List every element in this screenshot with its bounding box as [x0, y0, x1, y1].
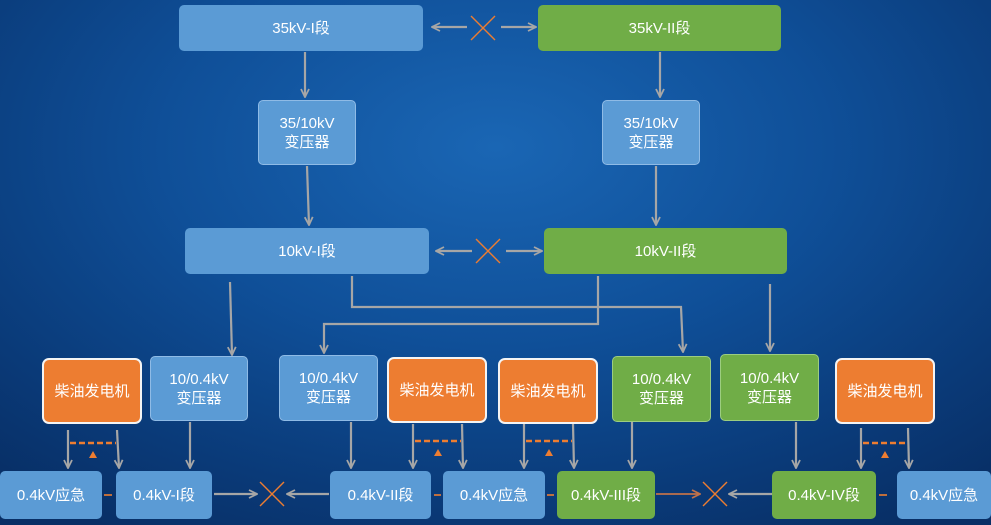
connector-line [117, 429, 119, 468]
bus-04kv-3: 0.4kV-III段 [557, 471, 655, 519]
interlock-triangle [881, 451, 889, 458]
emergency-04kv-1: 0.4kV应急 [0, 471, 102, 519]
interlock-triangle [545, 449, 553, 456]
transformer-35-10kv-1: 35/10kV 变压器 [258, 100, 356, 165]
connector-line [350, 276, 683, 352]
breaker-cross-10kv [475, 238, 501, 264]
emergency-04kv-2: 0.4kV应急 [443, 471, 545, 519]
diesel-generator-1: 柴油发电机 [42, 358, 142, 424]
diesel-generator-4: 柴油发电机 [835, 358, 935, 424]
connector-line [307, 165, 309, 225]
bus-35kv-2: 35kV-II段 [538, 5, 781, 51]
transformer-10-04kv-4: 10/0.4kV 变压器 [720, 354, 819, 421]
breaker-cross-04kv-b [702, 481, 728, 507]
connector-line [324, 276, 600, 353]
transformer-10-04kv-1: 10/0.4kV 变压器 [150, 356, 248, 421]
diesel-generator-2: 柴油发电机 [387, 357, 487, 423]
diesel-generator-3: 柴油发电机 [498, 358, 598, 424]
transformer-10-04kv-2: 10/0.4kV 变压器 [279, 355, 378, 421]
transformer-10-04kv-3: 10/0.4kV 变压器 [612, 356, 711, 422]
connector-line [462, 423, 463, 468]
bus-04kv-1: 0.4kV-I段 [116, 471, 212, 519]
emergency-04kv-3: 0.4kV应急 [897, 471, 991, 519]
bus-04kv-2: 0.4kV-II段 [330, 471, 431, 519]
interlock-triangle [89, 451, 97, 458]
connector-line [573, 423, 574, 468]
connector-line [908, 427, 909, 468]
interlock-triangle [434, 449, 442, 456]
bus-10kv-2: 10kV-II段 [544, 228, 787, 274]
bus-35kv-1: 35kV-I段 [179, 5, 423, 51]
breaker-cross-35kv [470, 15, 496, 41]
breaker-cross-04kv-a [259, 481, 285, 507]
bus-04kv-4: 0.4kV-IV段 [772, 471, 876, 519]
connector-line [230, 281, 232, 355]
bus-10kv-1: 10kV-I段 [185, 228, 429, 274]
transformer-35-10kv-2: 35/10kV 变压器 [602, 100, 700, 165]
